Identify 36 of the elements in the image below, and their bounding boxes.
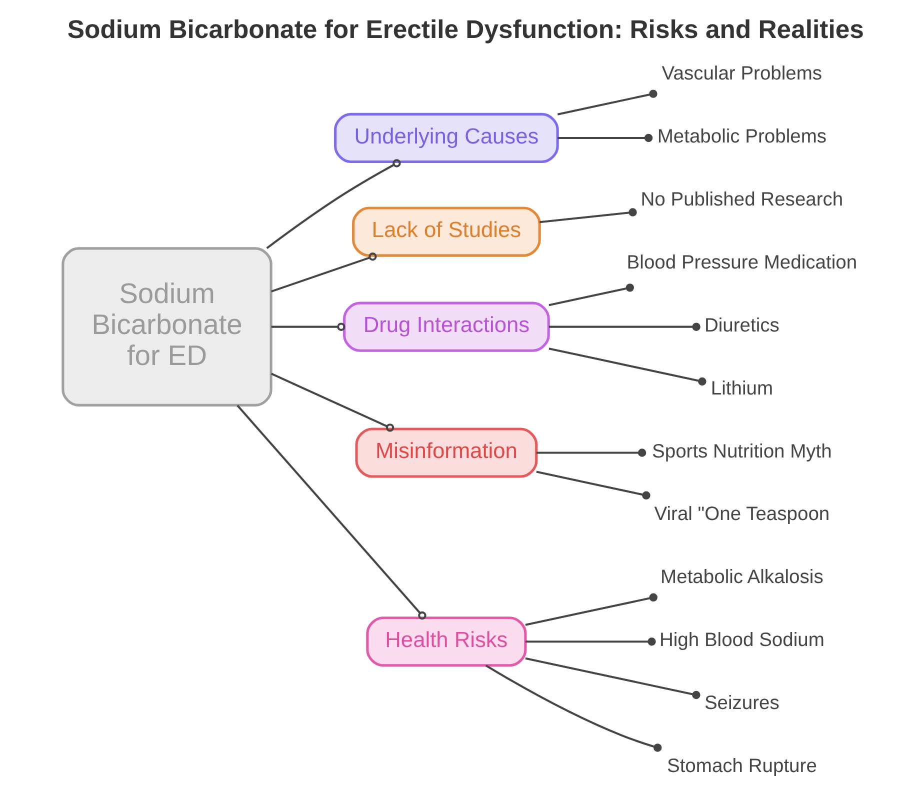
node-box: Underlying Causes [334,112,558,164]
connector [270,322,345,331]
connector [270,372,394,432]
connector [536,448,646,457]
node-text: Sports Nutrition Myth [652,441,832,462]
node-box: Drug Interactions [342,302,550,352]
node-text: High Blood Sodium [658,630,824,652]
diagram-title: Sodium Bicarbonate for Erectile Dysfunction: Risks and Realities [66,16,864,44]
connector [524,657,700,700]
connector [557,134,652,142]
node-box: Health Risks [366,616,526,667]
connector [266,159,400,249]
node-box: Sodium Bicarbonate for ED [61,247,272,406]
node-text: Diuretics [704,315,779,336]
connector [548,348,706,386]
node-text: Metabolic Problems [656,126,826,148]
connector [548,322,700,331]
node-text: Lithium [710,378,773,400]
node-text: Viral "One Teaspoon [654,504,830,526]
connector [536,470,650,500]
node-text: Seizures [704,693,779,714]
connector [524,593,657,626]
connector [524,638,656,646]
connector [236,404,426,620]
connector [556,90,657,116]
connector [484,664,662,752]
node-text: Blood Pressure Medication [626,252,857,274]
connector [548,284,634,306]
node-text: Stomach Rupture [666,756,816,778]
connector [270,252,376,292]
connector [539,208,636,224]
node-box: Lack of Studies [352,206,540,257]
node-text: Vascular Problems [661,64,822,85]
node-text: Metabolic Alkalosis [660,567,823,588]
node-box: Misinformation [354,428,538,478]
node-text: No Published Research [640,189,843,210]
